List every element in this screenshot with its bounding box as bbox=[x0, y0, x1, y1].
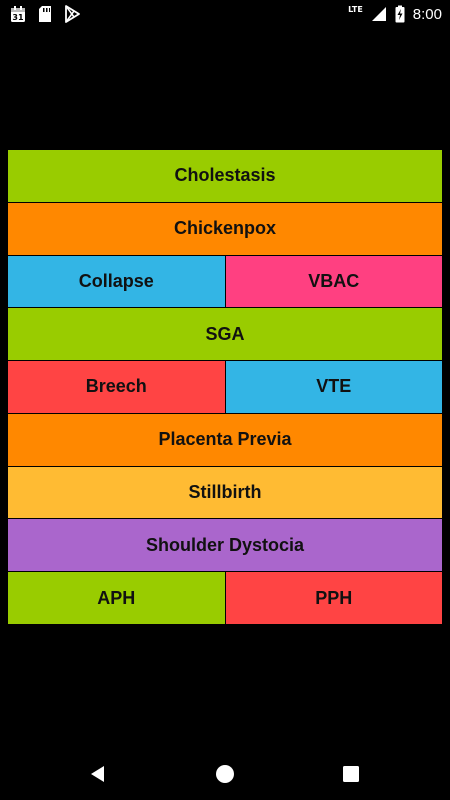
home-icon bbox=[216, 765, 234, 783]
tile-stillbirth[interactable]: Stillbirth bbox=[8, 466, 442, 519]
status-bar: 31 LTE bbox=[0, 0, 450, 28]
status-bar-left: 31 bbox=[10, 4, 80, 24]
play-store-icon bbox=[64, 5, 80, 23]
tile-vte[interactable]: VTE bbox=[225, 361, 442, 413]
status-bar-right: LTE 8:00 bbox=[348, 4, 442, 24]
tile-vbac[interactable]: VBAC bbox=[225, 255, 442, 308]
tile-aph[interactable]: APH bbox=[8, 572, 225, 624]
calendar-icon: 31 bbox=[10, 5, 26, 23]
sd-card-icon bbox=[38, 5, 52, 23]
tile-shoulder-dystocia[interactable]: Shoulder Dystocia bbox=[8, 519, 442, 572]
back-button[interactable] bbox=[86, 762, 110, 786]
recents-icon bbox=[343, 766, 359, 782]
topic-grid: Cholestasis Chickenpox Collapse VBAC SGA… bbox=[8, 150, 442, 624]
tile-breech[interactable]: Breech bbox=[8, 361, 225, 413]
home-button[interactable] bbox=[213, 762, 237, 786]
tile-chickenpox[interactable]: Chickenpox bbox=[8, 202, 442, 255]
tile-sga[interactable]: SGA bbox=[8, 308, 442, 361]
battery-charging-icon bbox=[395, 5, 405, 23]
tile-cholestasis[interactable]: Cholestasis bbox=[8, 150, 442, 202]
recents-button[interactable] bbox=[339, 762, 363, 786]
network-label: LTE bbox=[348, 5, 363, 14]
navigation-bar bbox=[0, 748, 450, 800]
tile-placenta-previa[interactable]: Placenta Previa bbox=[8, 413, 442, 466]
status-time: 8:00 bbox=[412, 5, 442, 23]
svg-text:31: 31 bbox=[12, 13, 24, 22]
tile-pph[interactable]: PPH bbox=[225, 572, 442, 624]
tile-collapse[interactable]: Collapse bbox=[8, 255, 225, 308]
signal-icon bbox=[371, 6, 387, 22]
back-icon bbox=[91, 766, 104, 782]
